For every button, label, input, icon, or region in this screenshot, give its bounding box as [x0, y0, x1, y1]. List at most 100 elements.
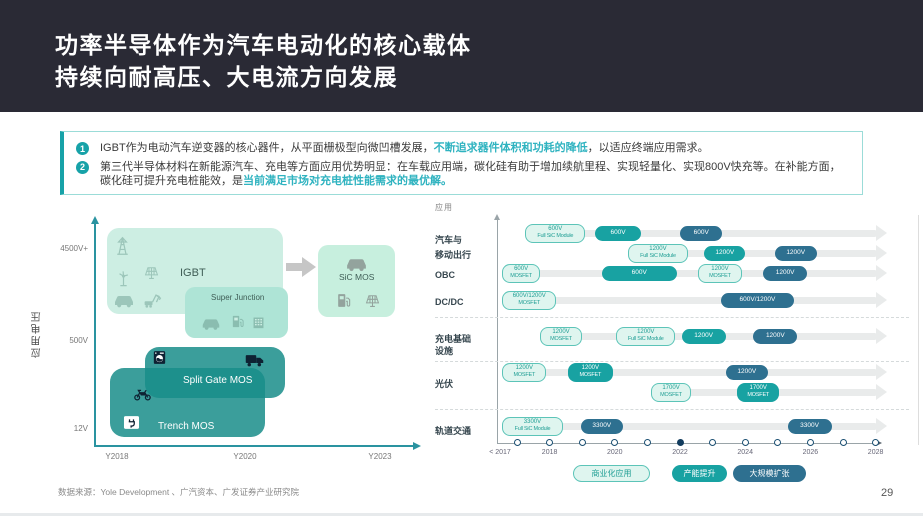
roadmap-pill-text: 3300V	[523, 419, 542, 426]
roadmap-pill: 600V	[601, 265, 677, 281]
timeline-year-label: 2024	[737, 449, 753, 456]
roadmap-pill-text: 1200V	[581, 365, 599, 372]
bullet-number-badge: 2	[76, 160, 89, 174]
timeline-year-dot	[872, 439, 880, 446]
solar-panel-icon	[142, 263, 161, 282]
roadmap-pill: 600V/1200V	[720, 292, 795, 308]
timeline-axis	[497, 438, 882, 447]
roadmap-pill-text: Full SiC Module	[514, 426, 551, 433]
roadmap-pill-text: MOSFET	[510, 273, 532, 280]
roadmap-pill-text: 1200V	[552, 329, 570, 336]
super-junction-block	[185, 287, 288, 338]
roadmap-pill-text: 1700V	[749, 385, 767, 392]
transition-arrow-icon	[286, 256, 316, 278]
x-tick: Y2018	[105, 452, 129, 461]
bullet-text-normal: 第三代半导体材料在新能源汽车、充电等方面应用优势明显：在车载应用端，碳化硅有助于…	[100, 160, 841, 188]
roadmap-pill-text: MOSFET	[747, 392, 770, 399]
roadmap-pill-text: 600V	[514, 266, 529, 273]
roadmap-pill-text: 600V	[610, 229, 626, 237]
roadmap-pill-text: 3300V	[800, 422, 819, 430]
roadmap-pill-text: 600V	[548, 226, 563, 233]
charging-pump-icon	[230, 313, 247, 330]
bullet-text-normal: IGBT作为电动汽车逆变器的核心器件，从平面栅极型向微凹槽发展，	[100, 142, 434, 154]
split-gate-mos-label: Split Gate MOS	[183, 375, 253, 386]
bullet-item-1: 1 IGBT作为电动汽车逆变器的核心器件，从平面栅极型向微凹槽发展，不断追求器件…	[76, 141, 848, 156]
x-axis-line	[94, 441, 421, 451]
timeline-year-dot	[806, 439, 814, 446]
roadmap-row-label: 设施	[435, 346, 454, 356]
timeline-year-dot	[676, 439, 684, 446]
roadmap-row-label: 轨道交通	[435, 426, 472, 436]
roadmap-pill-text: MOSFET	[550, 336, 572, 343]
roadmap-pill-text: Full SiC Module	[537, 233, 574, 240]
roadmap-row-label: 充电基础	[435, 334, 472, 344]
charging-pump-icon	[335, 291, 354, 310]
timeline-year-dot	[611, 439, 619, 446]
key-points-panel: 1 IGBT作为电动汽车逆变器的核心器件，从平面栅极型向微凹槽发展，不断追求器件…	[60, 131, 863, 195]
legend-item-dark: 大规模扩张	[733, 465, 806, 482]
roadmap-track-arrowhead	[876, 265, 887, 281]
sic-mos-block	[318, 245, 395, 317]
roadmap-track-arrowhead	[876, 384, 887, 400]
igbt-label: IGBT	[180, 267, 206, 279]
roadmap-row-label: 移动出行	[435, 250, 472, 260]
row-separator-line	[435, 317, 909, 318]
roadmap-row-label: 汽车与	[435, 235, 463, 245]
roadmap-pill: 1200V	[763, 265, 808, 281]
roadmap-track	[506, 368, 876, 376]
timeline-year-label: 2022	[672, 449, 688, 456]
roadmap-pill-text: 1200V	[715, 249, 735, 257]
bullet-text-highlight: 不断追求器件体积和功耗的降低	[433, 142, 588, 154]
roadmap-pill-text: Full SiC Module	[627, 336, 664, 343]
roadmap-track-arrowhead	[876, 364, 887, 380]
timeline-year-dot	[578, 439, 586, 446]
voltage-technology-chart: 应用电压 4500V+ 500V 12V Y2018 Y2020 Y2023 I…	[30, 205, 430, 480]
excavator-icon	[142, 289, 163, 310]
roadmap-row-label: OBC	[435, 270, 455, 280]
truck-icon	[244, 349, 265, 370]
roadmap-pill: 600V	[595, 225, 641, 241]
roadmap-track	[506, 296, 876, 304]
roadmap-pill-text: 1200V	[737, 368, 757, 376]
slide-title-line1: 功率半导体作为汽车电动化的核心载体	[55, 32, 472, 58]
y-axis-line	[90, 216, 100, 447]
legend-item-teal: 产能提升	[672, 465, 727, 482]
timeline-year-label: 2020	[607, 449, 623, 456]
roadmap-track	[506, 269, 876, 277]
bottom-edge-bar	[0, 513, 923, 516]
roadmap-pill-text: 600V/1200V	[739, 296, 776, 304]
washing-machine-icon	[151, 349, 168, 366]
timeline-year-dot	[546, 439, 554, 446]
y-tick: 500V	[69, 336, 88, 345]
roadmap-pill-text: 600V	[631, 269, 647, 277]
x-tick: Y2020	[233, 452, 257, 461]
roadmap-pill: 1200V	[753, 328, 798, 344]
slide-title-line2: 持续向耐高压、大电流方向发展	[55, 64, 398, 90]
y-axis-label: 应用电压	[32, 310, 43, 358]
timeline-year-dot	[643, 439, 651, 446]
roadmap-pill-text: MOSFET	[660, 392, 682, 399]
timeline-year-label: 2018	[541, 449, 558, 456]
car-icon	[112, 289, 136, 313]
y-tick: 4500V+	[60, 244, 88, 253]
content-divider-line	[918, 215, 919, 445]
roadmap-pill-text: 3300V	[592, 422, 612, 430]
roadmap-pill: 1200V	[681, 328, 726, 344]
bullet-text: IGBT作为电动汽车逆变器的核心器件，从平面栅极型向微凹槽发展，不断追求器件体积…	[100, 141, 709, 156]
timeline-year-label: 2028	[867, 449, 884, 456]
roadmap-pill-text: MOSFET	[518, 300, 541, 307]
roadmap-pill-text: 1200V	[775, 269, 795, 277]
roadmap-pill: 600V	[680, 225, 723, 241]
roadmap-pill-text: 600V/1200V	[512, 293, 546, 300]
row-separator-line	[435, 409, 909, 410]
x-tick: Y2023	[368, 452, 392, 461]
